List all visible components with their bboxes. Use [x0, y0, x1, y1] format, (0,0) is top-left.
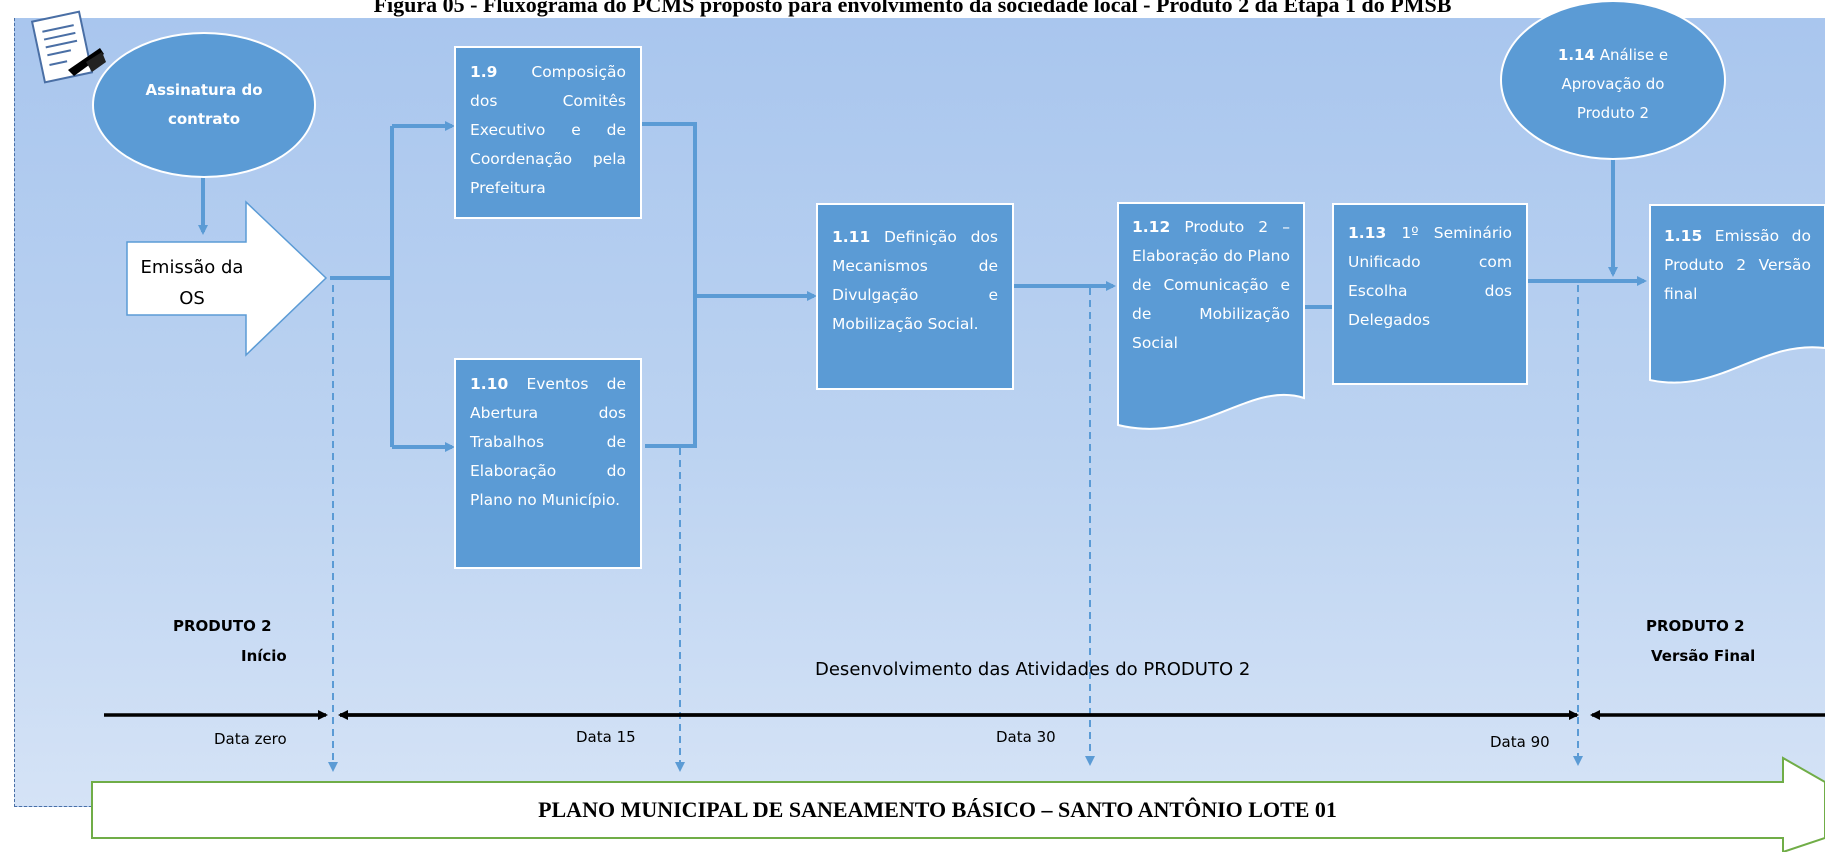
node-1-10: 1.10 Eventos de Abertura dos Trabalhos d… [454, 358, 642, 569]
figure-title: Figura 05 - Fluxograma do PCMS proposto … [373, 0, 1452, 17]
date-label-90: Data 90 [1490, 733, 1550, 751]
node-1-14-number: 1.14 [1557, 45, 1595, 64]
os-block-arrow [126, 200, 328, 357]
timeline-start-title: PRODUTO 2 [173, 617, 272, 635]
node-1-9: 1.9 Composição dos Comitês Executivo e d… [454, 46, 642, 219]
node-1-9-number: 1.9 [470, 63, 498, 81]
node-1-12-text: Produto 2 – Elaboração do Plano de Comun… [1132, 218, 1290, 352]
date-label-zero: Data zero [214, 730, 287, 748]
node-1-11-text: Definição dos Mecanismos de Divulgação e… [832, 228, 998, 333]
timeline-end-title: PRODUTO 2 [1646, 617, 1745, 635]
node-1-15-text: Emissão do Produto 2 Versão final [1664, 227, 1811, 303]
node-contract-label: Assinatura do contrato [145, 81, 263, 128]
node-1-14: 1.14 Análise e Aprovação do Produto 2 [1500, 0, 1726, 160]
banner-arrow [91, 756, 1825, 852]
date-label-30: Data 30 [996, 728, 1056, 746]
document-signing-icon [30, 10, 106, 84]
timeline-end-subtitle: Versão Final [1651, 647, 1756, 665]
node-1-15: 1.15 Emissão do Produto 2 Versão final [1650, 210, 1825, 340]
timeline-start-subtitle: Início [241, 647, 287, 665]
banner-title: PLANO MUNICIPAL DE SANEAMENTO BÁSICO – S… [538, 797, 1337, 822]
node-1-14-text: Análise e Aprovação do Produto 2 [1561, 45, 1669, 122]
node-1-11-number: 1.11 [832, 228, 871, 246]
node-1-13-number: 1.13 [1348, 224, 1387, 242]
node-1-9-text: Composição dos Comitês Executivo e de Co… [470, 63, 626, 197]
node-1-15-shape [1649, 204, 1825, 384]
node-1-12-shape [1117, 202, 1305, 430]
node-1-13: 1.13 1º Seminário Unificado com Escolha … [1332, 203, 1528, 385]
node-1-10-text: Eventos de Abertura dos Trabalhos de Ela… [470, 375, 626, 509]
node-1-11: 1.11 Definição dos Mecanismos de Divulga… [816, 203, 1014, 390]
timeline-middle-label: Desenvolvimento das Atividades do PRODUT… [815, 659, 1251, 680]
line-merge [642, 122, 697, 448]
diagram-background [14, 18, 1825, 807]
node-1-12: 1.12 Produto 2 – Elaboração do Plano de … [1118, 203, 1304, 393]
node-1-10-number: 1.10 [470, 375, 509, 393]
node-1-12-number: 1.12 [1132, 218, 1171, 236]
node-os-label: Emissão da OS [140, 257, 244, 309]
date-label-15: Data 15 [576, 728, 636, 746]
node-1-15-number: 1.15 [1664, 227, 1703, 245]
node-contract-signing: Assinatura do contrato [92, 32, 316, 178]
node-1-13-text: 1º Seminário Unificado com Escolha dos D… [1348, 224, 1512, 329]
